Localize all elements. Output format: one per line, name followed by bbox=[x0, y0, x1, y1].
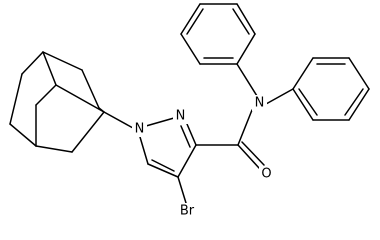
bond bbox=[265, 88, 294, 105]
bond bbox=[35, 84, 57, 106]
bond bbox=[186, 123, 197, 146]
bond bbox=[298, 88, 318, 116]
bond bbox=[292, 57, 314, 90]
phenyl-ring-upper bbox=[180, 3, 258, 97]
pyrazole-ring bbox=[139, 117, 197, 178]
bond bbox=[42, 51, 83, 71]
atom-label: N bbox=[135, 122, 145, 137]
atom-n1: N bbox=[132, 121, 147, 137]
bond bbox=[139, 136, 149, 165]
bond bbox=[232, 8, 250, 35]
atom-label: N bbox=[255, 96, 265, 111]
bond bbox=[177, 144, 197, 178]
bond bbox=[42, 51, 57, 86]
bond bbox=[344, 88, 364, 116]
bond bbox=[55, 84, 105, 113]
bond bbox=[236, 33, 256, 65]
atom-n2: N bbox=[173, 108, 188, 124]
bond bbox=[35, 145, 73, 153]
bond bbox=[180, 125, 191, 148]
bond bbox=[177, 176, 187, 204]
bond bbox=[236, 3, 256, 35]
bond bbox=[348, 57, 370, 90]
bond bbox=[9, 123, 37, 147]
atom-label: O bbox=[261, 167, 271, 182]
bond bbox=[292, 88, 314, 121]
bond bbox=[147, 163, 179, 178]
bond bbox=[71, 111, 105, 153]
adamantyl-group bbox=[9, 51, 105, 153]
molecule-structure-diagram: N N N O Br bbox=[9, 3, 370, 219]
bond bbox=[151, 159, 175, 172]
bond bbox=[180, 33, 201, 65]
bond bbox=[145, 117, 175, 127]
bond bbox=[237, 144, 260, 169]
bond bbox=[348, 88, 370, 121]
atom-oxygen: O bbox=[259, 166, 274, 182]
atom-n-amide: N bbox=[252, 95, 267, 111]
atom-label: Br bbox=[180, 204, 195, 219]
bond bbox=[81, 69, 100, 109]
bond bbox=[21, 51, 44, 75]
bond bbox=[241, 141, 265, 166]
bond bbox=[236, 63, 258, 97]
bond bbox=[98, 107, 105, 113]
bond bbox=[103, 111, 134, 129]
bond bbox=[9, 73, 23, 125]
atom-bromine: Br bbox=[176, 203, 198, 219]
bond bbox=[180, 3, 201, 35]
phenyl-ring-right bbox=[265, 57, 370, 121]
bond bbox=[237, 109, 253, 146]
bond bbox=[186, 8, 204, 35]
atom-label: N bbox=[176, 109, 186, 124]
